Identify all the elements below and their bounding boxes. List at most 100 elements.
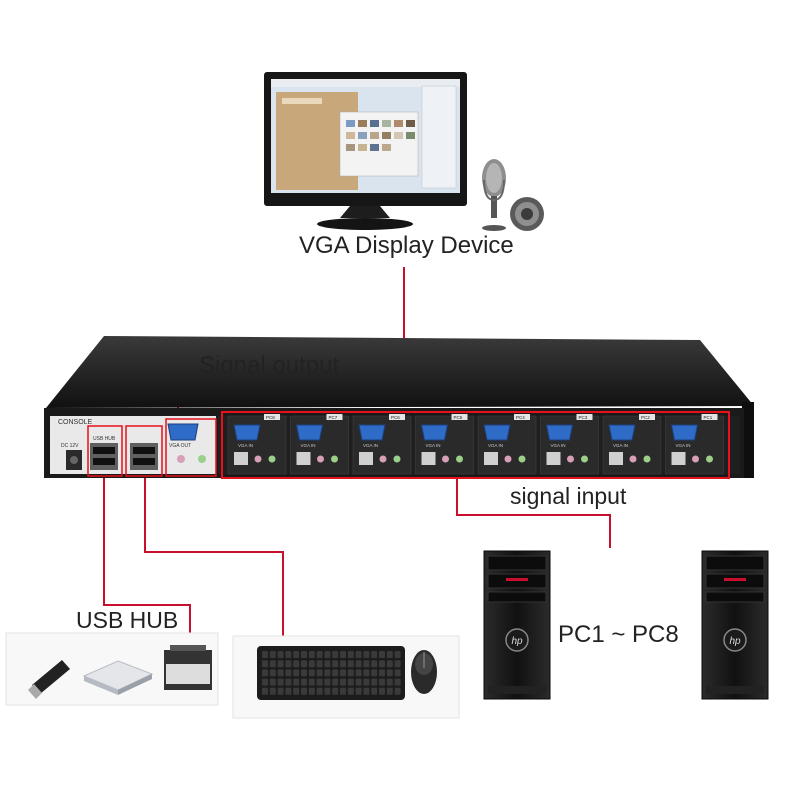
audio-jack xyxy=(198,455,206,463)
usb-b-port xyxy=(484,452,498,465)
vga-in-label: VGA IN xyxy=(301,443,316,448)
keyboard-key xyxy=(301,660,307,668)
brand-label: hp xyxy=(729,636,741,647)
keyboard-key xyxy=(262,651,268,658)
console-label: CONSOLE xyxy=(58,419,93,426)
vga-in-label: VGA IN xyxy=(613,443,628,448)
keyboard-key xyxy=(347,687,354,695)
keyboard-key xyxy=(332,669,339,677)
keyboard-key xyxy=(386,669,393,677)
keyboard-key xyxy=(379,687,385,695)
mic-jack xyxy=(317,455,324,463)
drive-light xyxy=(506,578,528,581)
keyboard-key xyxy=(324,651,331,658)
keyboard-key xyxy=(308,651,315,658)
usb-b-port xyxy=(546,452,561,465)
signal-input-label: signal input xyxy=(510,483,627,509)
keyboard-key xyxy=(277,660,284,668)
hp-logo-icon xyxy=(505,628,529,652)
keyboard-key xyxy=(340,678,346,686)
display-device-label: VGA Display Device xyxy=(299,232,514,259)
monitor xyxy=(264,72,467,230)
keyboard-key xyxy=(363,651,370,658)
mic-jack xyxy=(567,455,574,463)
keyboard-key xyxy=(301,651,307,658)
keyboard-key xyxy=(363,687,370,695)
vga-in-label: VGA IN xyxy=(488,443,503,448)
keyboard-key xyxy=(262,687,268,695)
keyboard-key xyxy=(293,669,300,677)
keyboard-key xyxy=(340,660,346,668)
keyboard-key xyxy=(332,660,339,668)
mic-jack xyxy=(629,455,637,463)
keyboard-key xyxy=(285,669,292,677)
keyboard-key xyxy=(316,651,323,658)
keyboard-key xyxy=(293,660,300,668)
brand-label: hp xyxy=(511,636,523,647)
keyboard-key xyxy=(379,651,385,658)
audio-jack xyxy=(268,455,276,463)
keyboard-key xyxy=(308,687,315,695)
keyboard-key xyxy=(269,651,276,658)
keyboard-key xyxy=(285,651,292,658)
mic-jack xyxy=(442,455,449,463)
audio-jack xyxy=(331,455,338,463)
keyboard-key xyxy=(269,660,276,668)
keyboard-key xyxy=(379,678,385,686)
keyboard-key xyxy=(394,660,401,668)
pc-port-label: PC1 xyxy=(704,415,713,420)
pc-tower-left: hp xyxy=(483,550,551,700)
usb-b-port xyxy=(609,452,623,465)
usb-hub-port-label: USB HUB xyxy=(93,436,116,442)
keyboard-key xyxy=(371,687,378,695)
mic-jack xyxy=(692,455,699,463)
vga-in-port xyxy=(670,424,699,441)
keyboard-key xyxy=(371,651,378,658)
keyboard-key xyxy=(363,678,370,686)
vga-in-label: VGA IN xyxy=(238,443,253,448)
keyboard-key xyxy=(363,660,370,668)
pc-port-label: PC4 xyxy=(516,415,525,420)
keyboard-key xyxy=(347,660,354,668)
keyboard-key xyxy=(347,651,354,658)
keyboard-key xyxy=(293,687,300,695)
keyboard-key xyxy=(308,678,315,686)
vga-in-port xyxy=(608,424,636,441)
keyboard-key xyxy=(324,669,331,677)
keyboard-key xyxy=(386,687,393,695)
usb-hub-label: USB HUB xyxy=(76,607,179,633)
keyboard-key xyxy=(269,687,276,695)
usb-devices-panel xyxy=(5,632,219,706)
printer-icon xyxy=(164,645,212,690)
keyboard-key xyxy=(347,669,354,677)
keyboard-key xyxy=(371,678,378,686)
signal-output-label: Signal output xyxy=(199,352,340,379)
audio-jack xyxy=(706,455,713,463)
keyboard-key xyxy=(355,669,362,677)
drive-light xyxy=(724,578,746,581)
keyboard-key xyxy=(340,651,346,658)
keyboard-key xyxy=(285,678,292,686)
vga-in-label: VGA IN xyxy=(363,443,378,448)
mouse-icon xyxy=(411,650,437,694)
keyboard-key xyxy=(269,669,276,677)
keyboard-key xyxy=(293,651,300,658)
vga-out-port xyxy=(167,423,199,441)
dc-label: DC 12V xyxy=(61,443,79,449)
usb-b-port xyxy=(671,452,686,465)
keyboard-key xyxy=(262,678,268,686)
keyboard-key xyxy=(371,660,378,668)
audio-jack xyxy=(456,455,463,463)
audio-jack xyxy=(518,455,526,463)
keyboard-key xyxy=(316,687,323,695)
keyboard-key xyxy=(324,678,331,686)
vga-out-label: VGA OUT xyxy=(169,443,191,449)
keyboard-key xyxy=(301,669,307,677)
keyboard-key xyxy=(324,660,331,668)
